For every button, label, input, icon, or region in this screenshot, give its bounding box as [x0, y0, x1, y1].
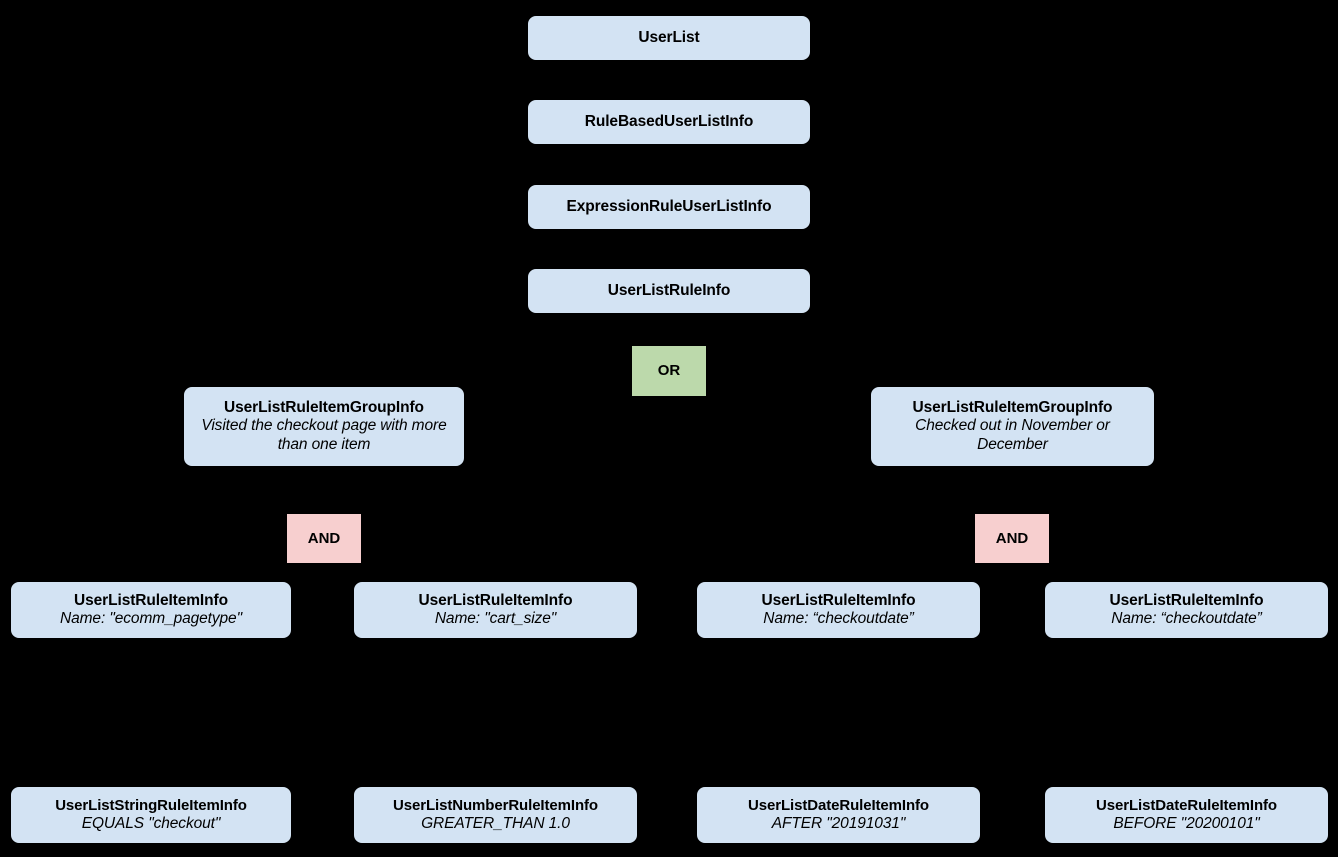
node-subtitle: Name: "cart_size" — [434, 610, 557, 627]
node-leaf-date-rule-item-after[interactable]: UserListDateRuleItemInfo AFTER "20191031… — [696, 786, 981, 844]
node-subtitle: Visited the checkout page with more than… — [201, 417, 447, 453]
node-leaf-date-rule-item-before[interactable]: UserListDateRuleItemInfo BEFORE "2020010… — [1044, 786, 1329, 844]
node-leaf-number-rule-item[interactable]: UserListNumberRuleItemInfo GREATER_THAN … — [353, 786, 638, 844]
node-subtitle: Name: “checkoutdate” — [1111, 610, 1262, 627]
node-rule-item-2[interactable]: UserListRuleItemInfo Name: "cart_size" — [353, 581, 638, 639]
operator-or[interactable]: OR — [631, 345, 707, 397]
node-subtitle: Name: "ecomm_pagetype" — [60, 610, 242, 627]
node-title: UserListRuleItemInfo — [761, 591, 916, 609]
operator-label: AND — [995, 529, 1029, 547]
node-user-list[interactable]: UserList — [527, 15, 811, 61]
node-user-list-rule-info[interactable]: UserListRuleInfo — [527, 268, 811, 314]
node-rule-item-group-right[interactable]: UserListRuleItemGroupInfo Checked out in… — [870, 386, 1155, 467]
node-leaf-string-rule-item[interactable]: UserListStringRuleItemInfo EQUALS "check… — [10, 786, 292, 844]
node-subtitle: EQUALS "checkout" — [81, 814, 221, 832]
node-expression-rule-user-list-info[interactable]: ExpressionRuleUserListInfo — [527, 184, 811, 230]
node-title: ExpressionRuleUserListInfo — [566, 197, 772, 215]
node-rule-based-user-list-info[interactable]: RuleBasedUserListInfo — [527, 99, 811, 145]
node-title: UserListRuleInfo — [607, 281, 731, 299]
node-title: UserListDateRuleItemInfo — [1096, 797, 1277, 815]
node-rule-item-1[interactable]: UserListRuleItemInfo Name: "ecomm_pagety… — [10, 581, 292, 639]
node-title: UserListRuleItemInfo — [74, 591, 228, 609]
node-title: UserListRuleItemInfo — [418, 591, 573, 609]
node-rule-item-4[interactable]: UserListRuleItemInfo Name: “checkoutdate… — [1044, 581, 1329, 639]
node-title: UserListDateRuleItemInfo — [748, 797, 929, 815]
node-title: UserList — [638, 28, 700, 46]
node-subtitle: BEFORE "20200101" — [1113, 814, 1260, 832]
node-subtitle: Checked out in November or December — [915, 417, 1110, 453]
node-title: UserListStringRuleItemInfo — [55, 797, 247, 815]
node-title: UserListRuleItemGroupInfo — [912, 399, 1113, 417]
operator-and-left[interactable]: AND — [286, 513, 362, 564]
node-title: UserListRuleItemGroupInfo — [224, 399, 424, 417]
node-title: UserListRuleItemInfo — [1109, 591, 1264, 609]
node-rule-item-3[interactable]: UserListRuleItemInfo Name: “checkoutdate… — [696, 581, 981, 639]
node-title: RuleBasedUserListInfo — [584, 112, 754, 130]
operator-label: OR — [657, 362, 681, 380]
node-subtitle: GREATER_THAN 1.0 — [421, 814, 570, 832]
node-title: UserListNumberRuleItemInfo — [393, 797, 598, 815]
node-subtitle: Name: “checkoutdate” — [763, 610, 914, 627]
node-rule-item-group-left[interactable]: UserListRuleItemGroupInfo Visited the ch… — [183, 386, 465, 467]
node-subtitle: AFTER "20191031" — [771, 814, 906, 832]
operator-label: AND — [307, 529, 341, 547]
operator-and-right[interactable]: AND — [974, 513, 1050, 564]
